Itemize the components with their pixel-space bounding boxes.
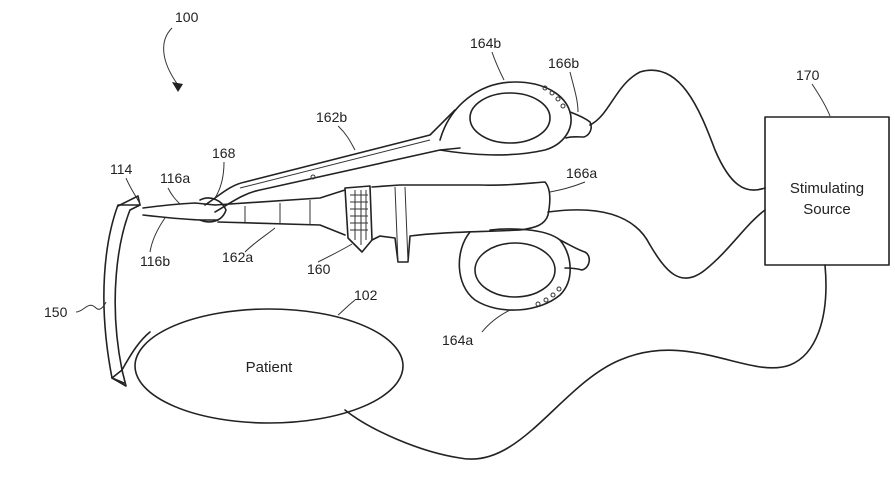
label-114: 114 <box>110 161 133 177</box>
grip-160 <box>345 186 372 252</box>
leader-102 <box>338 300 355 315</box>
jaw-tip-116b <box>143 215 218 220</box>
label-168: 168 <box>212 145 236 161</box>
leader-116b <box>150 218 165 252</box>
label-166b: 166b <box>548 55 579 71</box>
ring-164b-opening <box>470 93 550 143</box>
stimulating-source-line1: Stimulating <box>790 180 864 197</box>
label-102: 102 <box>354 287 378 303</box>
leader-164b <box>492 52 504 80</box>
label-170: 170 <box>796 67 820 83</box>
label-166a: 166a <box>566 165 597 181</box>
ring-164a <box>459 229 570 310</box>
leader-160 <box>318 244 352 262</box>
label-164a: 164a <box>442 332 473 348</box>
wire-source-to-patient <box>345 265 826 459</box>
label-116b: 116b <box>140 253 170 269</box>
jaw-joint-168 <box>200 198 226 222</box>
wire-166a-to-source <box>548 210 765 278</box>
ring-164a-opening <box>475 243 555 297</box>
arrow-100 <box>172 82 183 92</box>
jaw-tip-116a <box>143 203 215 208</box>
label-162b: 162b <box>316 109 347 125</box>
label-160: 160 <box>307 261 331 277</box>
label-164b: 164b <box>470 35 501 51</box>
leader-166b <box>570 72 578 112</box>
label-162a: 162a <box>222 249 253 265</box>
patient-label: Patient <box>246 359 294 376</box>
electrode-cable-150 <box>104 205 150 383</box>
label-116a: 116a <box>160 170 190 186</box>
leader-162b <box>338 126 355 150</box>
finger-rest-166a <box>560 240 589 270</box>
leader-170 <box>812 84 830 116</box>
arm-162b <box>205 110 460 212</box>
label-150: 150 <box>44 304 68 320</box>
label-100: 100 <box>175 9 199 25</box>
leader-116a <box>168 188 180 204</box>
leader-100 <box>164 28 178 85</box>
leader-166a <box>550 182 585 192</box>
leader-150 <box>76 302 106 312</box>
finger-rest-166b <box>566 112 591 138</box>
wire-upper-to-source <box>590 70 765 190</box>
leader-164a <box>482 310 510 332</box>
grip-knurl <box>350 190 368 245</box>
stimulating-source-line2: Source <box>803 201 851 218</box>
